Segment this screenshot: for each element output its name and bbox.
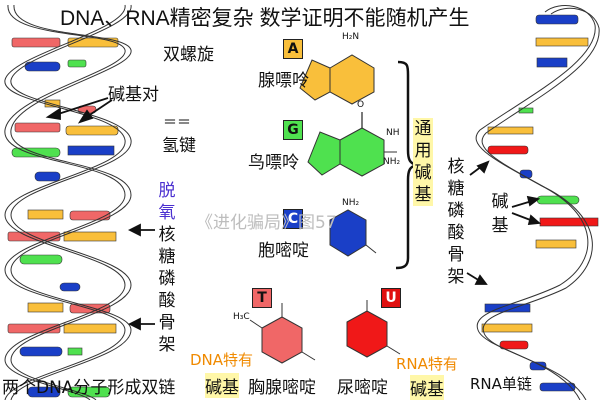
dna-double-helix — [4, 4, 155, 400]
rna-caption: RNA单链 — [470, 375, 532, 393]
formula-label: NH — [386, 128, 400, 138]
backbone-char: 酸 — [447, 223, 465, 243]
dna-specific-label: DNA特有 — [190, 351, 254, 369]
base-stub — [536, 57, 568, 68]
base-stub — [481, 323, 533, 333]
base-rung — [65, 125, 119, 136]
base-rung — [19, 346, 63, 357]
base-stub — [539, 382, 576, 392]
rna-annotation-arrows — [466, 160, 542, 285]
base-rung — [34, 171, 61, 182]
base-rung — [67, 347, 83, 356]
backbone-char: 架 — [447, 267, 465, 287]
backbone-char: 糖 — [447, 179, 465, 199]
base-char: 基 — [491, 216, 509, 236]
formula-label: H₃C — [233, 312, 250, 322]
base-stub — [484, 303, 531, 313]
adenine-structure — [299, 54, 375, 105]
base-rung — [19, 254, 63, 265]
base-stub — [529, 361, 547, 371]
backbone-char: 糖 — [158, 247, 176, 267]
base-rung — [11, 147, 61, 158]
base-rung — [7, 323, 61, 334]
base-rung — [27, 302, 64, 313]
base-rung — [14, 122, 61, 133]
badge-t: T — [252, 288, 272, 308]
ribose-backbone-label: 核 糖 磷 酸 骨 架 — [446, 156, 466, 288]
formula-label: O — [357, 100, 365, 110]
uracil-name: 尿嘧啶 — [337, 378, 388, 398]
base-rung — [67, 59, 87, 68]
base-rung — [24, 61, 61, 72]
base-rung — [11, 37, 61, 48]
dna-backbone — [4, 4, 132, 400]
base-pair-label: 碱基对 — [108, 85, 159, 105]
common-char: 基 — [413, 184, 433, 206]
hydrogen-bond-label: 氢键 — [162, 136, 196, 156]
base-stub — [535, 239, 577, 249]
base-char: 碱 — [491, 192, 509, 212]
badge-a: A — [283, 39, 303, 59]
formula-label: NH₂ — [342, 198, 360, 208]
base-stub — [487, 126, 534, 135]
annotation-arrows — [45, 97, 155, 331]
base-rung — [27, 386, 61, 398]
base-rung — [27, 209, 64, 220]
backbone-char: 核 — [447, 157, 465, 177]
cytosine-structure — [329, 209, 377, 257]
common-char: 通 — [413, 118, 433, 140]
badge-g: G — [283, 120, 303, 140]
backbone-char: 核 — [158, 225, 176, 245]
base-stub — [518, 107, 534, 114]
badge-c: C — [283, 209, 303, 229]
base-rung — [63, 231, 117, 242]
base-rung — [67, 145, 115, 156]
rna-base-label: 碱 基 — [490, 190, 510, 238]
rna-specific-bases: 碱基 — [410, 375, 444, 400]
base-stub — [539, 217, 599, 227]
base-stub — [536, 195, 580, 205]
base-rung — [63, 323, 117, 334]
backbone-char: 架 — [158, 335, 176, 355]
backbone-char: 骨 — [447, 245, 465, 265]
base-stub — [499, 340, 529, 350]
base-stub — [487, 145, 529, 155]
guanine-structure — [307, 112, 397, 177]
rna-bases — [481, 14, 599, 392]
base-stub — [535, 14, 579, 25]
base-rung — [59, 282, 81, 292]
formula-label: NH₂ — [383, 157, 401, 167]
backbone-char: 磷 — [447, 201, 465, 221]
rna-backbone — [475, 5, 600, 400]
backbone-char: 骨 — [158, 313, 176, 333]
dna-caption: 两个DNA分子形成双链 — [2, 378, 176, 398]
hydrogen-bond-symbol: ＝＝ — [163, 115, 191, 131]
page-title: DNA、RNA精密复杂 数学证明不能随机产生 — [60, 7, 470, 30]
deoxy-char: 脱 — [158, 181, 176, 201]
rna-specific-label: RNA特有 — [396, 355, 458, 373]
common-bases-label: 通 用 碱 基 — [413, 118, 433, 206]
formula-label: H₂N — [342, 32, 360, 42]
rna-single-strand — [466, 5, 600, 400]
common-char: 用 — [413, 140, 433, 162]
dna-specific-bases: 碱基 — [205, 373, 239, 398]
guanine-name: 鸟嘌呤 — [248, 153, 299, 173]
thymine-name: 胸腺嘧啶 — [248, 378, 316, 398]
backbone-char: 磷 — [158, 269, 176, 289]
thymine-structure — [249, 303, 316, 364]
double-helix-label: 双螺旋 — [163, 45, 214, 65]
badge-u: U — [381, 288, 401, 308]
deoxy-char: 氧 — [158, 203, 176, 223]
deoxyribose-backbone-label: 脱 氧 核 糖 磷 酸 骨 架 — [157, 180, 177, 356]
base-stub — [535, 37, 589, 47]
adenine-name: 腺嘌呤 — [258, 71, 309, 91]
common-char: 碱 — [413, 162, 433, 184]
uracil-structure — [346, 300, 401, 358]
cytosine-name: 胞嘧啶 — [258, 241, 309, 261]
watermark: 《进化骗局》图57 — [196, 213, 337, 233]
backbone-char: 酸 — [158, 291, 176, 311]
